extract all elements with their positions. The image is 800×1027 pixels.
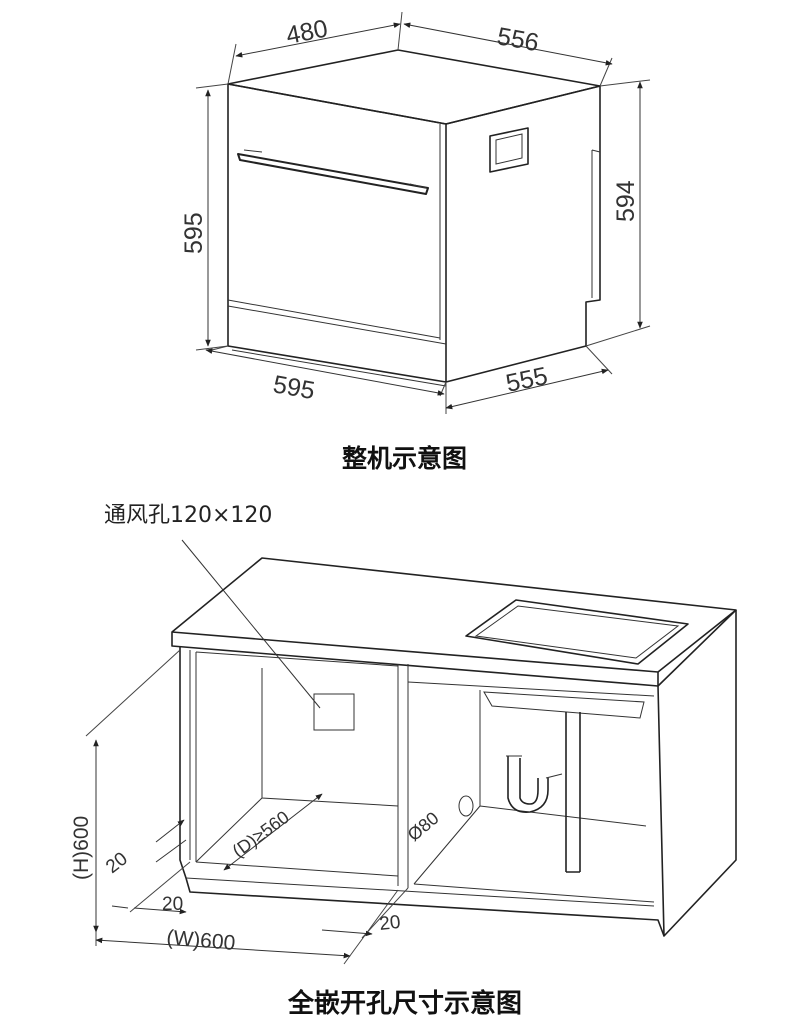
dim-gap-left-top: 20 <box>102 848 132 878</box>
cabinet-dimensions: (H)600 (W)600 (D)≥560 Ø80 20 20 20 <box>70 649 443 965</box>
cabinet-drawing <box>171 557 737 937</box>
vent-label: 通风孔120×120 <box>104 503 272 528</box>
dishwasher-drawing <box>227 49 601 387</box>
bottom-caption: 全嵌开孔尺寸示意图 <box>287 988 522 1019</box>
dim-top-width: 480 <box>284 14 330 49</box>
dishwasher-dimensions: 480 556 595 594 595 555 <box>180 11 651 414</box>
dim-bottom-width: 595 <box>271 370 317 405</box>
dim-top-depth: 556 <box>495 22 541 57</box>
vent-hole <box>313 693 355 731</box>
dim-gap-right: 20 <box>378 912 401 935</box>
dim-height: (H)600 <box>70 816 93 880</box>
dim-gap-left-bottom: 20 <box>162 894 183 915</box>
dim-depth: (D)≥560 <box>229 807 293 861</box>
vent-leader <box>181 539 321 709</box>
dim-bottom-depth: 555 <box>503 362 550 398</box>
dim-right-height: 594 <box>612 180 640 222</box>
top-caption: 整机示意图 <box>342 444 467 473</box>
dim-left-height: 595 <box>180 212 208 254</box>
dim-pipe: Ø80 <box>404 808 443 845</box>
dim-width: (W)600 <box>166 926 237 955</box>
pipe-hole <box>458 795 474 817</box>
